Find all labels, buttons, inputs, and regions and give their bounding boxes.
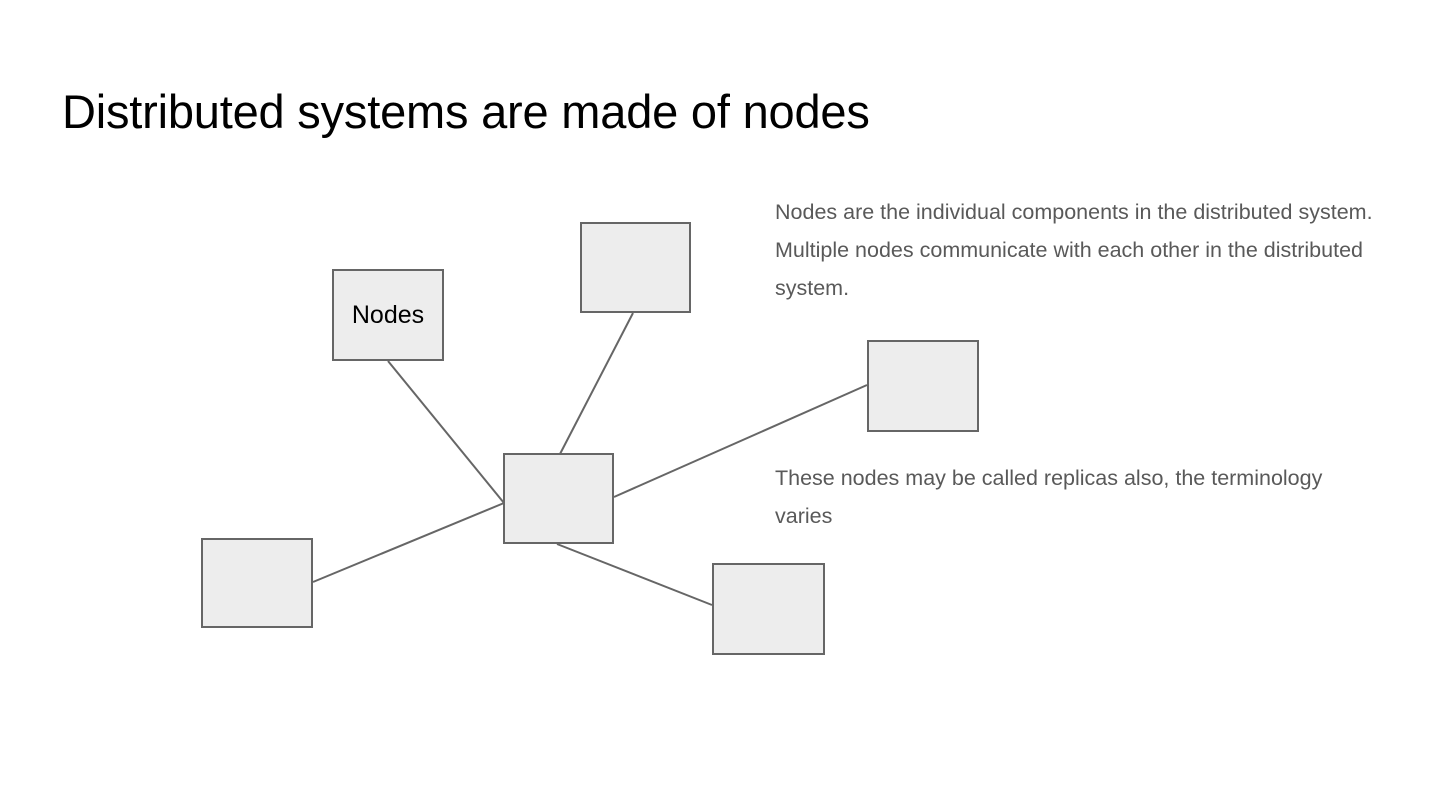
node-bottom-left[interactable]: [201, 538, 313, 628]
node-labeled[interactable]: Nodes: [332, 269, 444, 361]
description-paragraph-secondary: These nodes may be called replicas also,…: [775, 466, 1323, 528]
node-bottom-right[interactable]: [712, 563, 825, 655]
edge-bottom-left-to-center: [312, 502, 505, 583]
description-paragraph-primary: Nodes are the individual components in t…: [775, 200, 1373, 300]
edge-top-to-center: [559, 312, 634, 455]
node-label-nodes: Nodes: [351, 301, 425, 329]
page-title: Distributed systems are made of nodes: [62, 85, 870, 138]
node-top[interactable]: [580, 222, 691, 313]
edge-bottom-right-to-center: [556, 543, 713, 606]
edge-labeled-to-center: [387, 360, 505, 504]
node-center[interactable]: [503, 453, 614, 544]
node-right[interactable]: [867, 340, 979, 432]
